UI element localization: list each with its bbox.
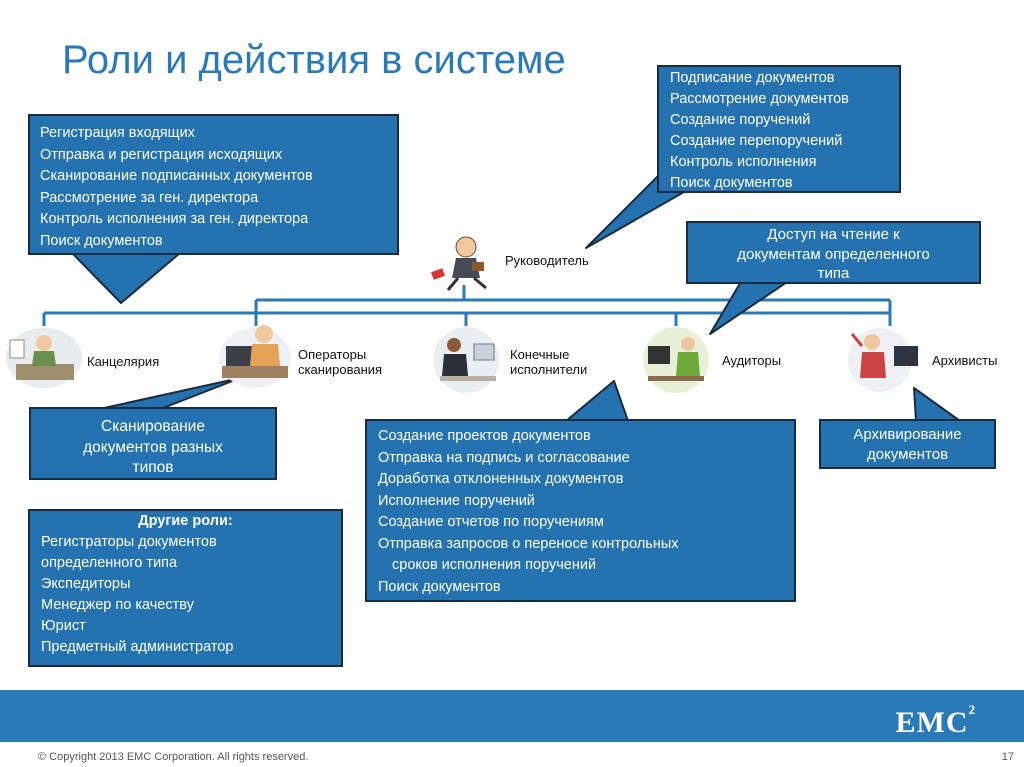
tail-operators [94,377,241,411]
callout-line: Сканирование подписанных документов [40,168,313,184]
tail-office [71,252,181,304]
callout-line: Создание поручений [670,112,811,128]
callout-office: Регистрация входящих Отправка и регистра… [28,114,399,255]
callout-line: Поиск документов [40,232,163,249]
role-executors-label: Конечные исполнители [510,347,587,377]
callout-line: Отправка на подпись и согласование [378,449,630,466]
archivist-icon [848,328,918,392]
office-clerk-icon [6,328,82,388]
callout-line: Создание проектов документов [378,428,591,444]
callout-line: Рассмотрение за ген. директора [40,189,259,206]
role-operators-line: Операторы [298,347,367,362]
callout-line: Регистрация входящих [40,125,195,141]
callout-operators: Сканирование документов разных типов [29,407,277,480]
role-operators-label: Операторы сканирования [298,347,382,377]
emc-logo-text: EMC [895,706,969,739]
executor-icon [433,327,499,393]
emc-logo: EMC2 [895,702,977,740]
callout-line: Сканирование [101,418,205,435]
callout-line: Доработка отклоненных документов [378,471,624,487]
callout-tails [71,175,961,422]
callout-line: Контроль исполнения [670,154,817,170]
other-roles-item: Регистраторы документов [41,534,217,550]
callout-line: типа [817,265,850,282]
hierarchy-connectors [42,285,892,326]
callout-line: Исполнение поручений [378,492,535,509]
emc-logo-sup: 2 [968,702,976,717]
role-manager-label: Руководитель [505,253,589,268]
other-roles-item: Юрист [41,618,86,634]
callout-manager: Подписание документов Рассмотрение докум… [657,65,901,193]
manager-icon [430,236,487,291]
callout-line: Доступ на чтение к [767,226,900,243]
tail-executors [565,380,629,422]
callout-auditors: Доступ на чтение к документам определенн… [686,221,981,284]
callout-line: Рассмотрение документов [670,91,849,107]
other-roles-box: Другие роли: Регистраторы документов опр… [28,509,343,667]
copyright-text: © Copyright 2013 EMC Corporation. All ri… [38,751,309,763]
role-operators-line: сканирования [298,362,383,377]
callout-line: сроков исполнения поручений [392,557,597,573]
scan-operator-icon [219,325,291,388]
callout-line: Архивирование [853,426,962,443]
other-roles-item: Экспедиторы [41,576,131,592]
callout-line: Поиск документов [378,578,501,595]
slide-title: Роли и действия в системе [62,38,566,82]
callout-line: документов [866,446,949,463]
callout-line: документам определенного [737,245,930,263]
callout-line: Подписание документов [670,70,835,86]
callout-line: типов [132,459,174,476]
role-executors-line: Конечные [510,347,570,362]
callout-line: Создание отчетов по поручениям [378,514,604,530]
role-auditors-label: Аудиторы [722,353,782,368]
callout-line: документов разных [83,438,223,456]
auditor-icon [643,327,709,393]
role-executors-line: исполнители [510,362,588,377]
other-roles-heading: Другие роли: [138,513,233,529]
other-roles-item: Предметный администратор [41,639,234,655]
footer-band [0,690,1024,742]
other-roles-item: Менеджер по качеству [41,597,194,613]
tail-auditors [709,279,791,335]
tail-archivists [913,387,961,422]
callout-line: Создание перепоручений [670,133,843,149]
callout-line: Отправка и регистрация исходящих [40,146,283,163]
role-archivists-label: Архивисты [932,353,998,368]
page-number: 17 [1001,751,1014,763]
callout-line: Поиск документов [670,175,793,191]
role-office-label: Канцелярия [87,354,160,369]
callout-archivists: Архивирование документов [819,419,996,469]
callout-line: Контроль исполнения за ген. директора [40,211,309,227]
other-roles-item: определенного типа [41,555,178,571]
callout-line: Отправка запросов о переносе контрольных [378,535,679,552]
callout-executors: Создание проектов документов Отправка на… [365,419,796,602]
